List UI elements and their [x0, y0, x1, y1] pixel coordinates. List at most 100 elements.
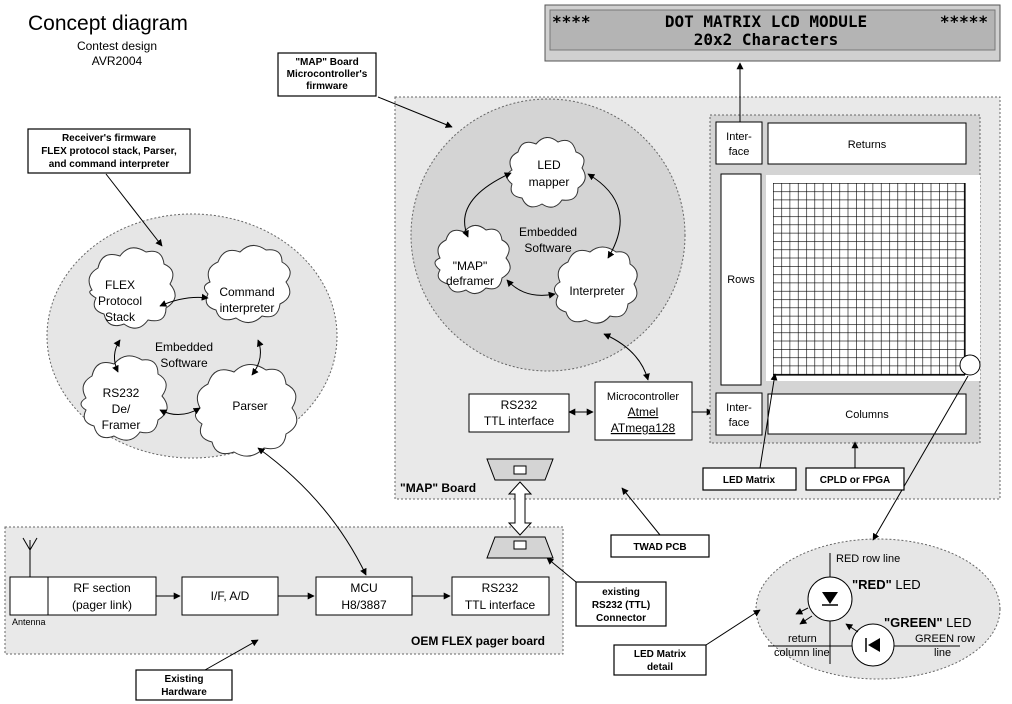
antenna-icon [22, 537, 38, 577]
oem-mcu-label-2: H8/3887 [341, 598, 387, 612]
callout-receiver-firmware: Receiver's firmware FLEX protocol stack,… [27, 128, 191, 174]
callout-rx-fw-line1: Receiver's firmware [62, 133, 157, 144]
rf-label-2: (pager link) [72, 598, 132, 612]
command-label-1: Command [219, 285, 274, 299]
iface-top-label-2: face [729, 146, 750, 158]
parser-cloud [195, 364, 298, 457]
lcd-module: **** DOT MATRIX LCD MODULE ***** 20x2 Ch… [544, 4, 1001, 62]
callout-led-detail: LED Matrix detail [613, 644, 707, 676]
parser-label: Parser [232, 399, 267, 413]
red-row-line-label: RED row line [836, 553, 900, 565]
map-deframer-cloud [434, 225, 511, 294]
iface-top-label-1: Inter- [726, 131, 752, 143]
rf-label-1: RF section [73, 581, 130, 595]
columns-box [767, 393, 967, 435]
diagram-title: Concept diagram [28, 12, 188, 35]
led-mapper-label-1: LED [537, 158, 561, 172]
led-mapper-label-2: mapper [529, 175, 570, 189]
interpreter-label: Interpreter [569, 284, 624, 298]
lcd-stars-left: **** [552, 12, 591, 31]
callout-led-matrix-text: LED Matrix [723, 475, 776, 486]
map-board: "MAP" Board LED mapper "MAP" deframer In… [394, 96, 1001, 500]
returns-box [767, 122, 967, 165]
callout-rs232-line1: existing [602, 587, 640, 598]
callout-rx-fw-line3: and command interpreter [49, 159, 170, 170]
flex-label-1: FLEX [105, 278, 135, 292]
callout-cpld: CPLD or FPGA [805, 467, 905, 491]
led-matrix-detail: RED row line "RED" LED "GREEN" LED retur… [755, 538, 1001, 680]
connector-link-arrow [507, 481, 533, 536]
red-led-label: "RED" LED [852, 577, 921, 592]
callout-map-fw-line3: firmware [306, 81, 348, 92]
atmega-label: ATmega128 [611, 421, 676, 435]
diagram-subtitle: Contest design [77, 39, 157, 53]
ifad-label: I/F, A/D [211, 589, 250, 603]
callout-led-detail-line2: detail [647, 662, 673, 673]
receiver-software: FLEX Protocol Stack Command interpreter … [46, 213, 338, 459]
map-rs232-label-1: RS232 [501, 398, 538, 412]
rs232-deframer-label-2: De/ [112, 402, 131, 416]
column-line-label: column line [774, 647, 830, 659]
map-rs232-box [468, 393, 570, 433]
iface-top-box [715, 121, 763, 165]
oem-mcu-box [315, 576, 413, 616]
microcontroller-label: Microcontroller [607, 391, 679, 403]
callout-existing-line2: Hardware [161, 687, 207, 698]
returns-label: Returns [848, 139, 887, 151]
oem-pager-board: OEM FLEX pager board Antenna RF section … [4, 526, 564, 655]
callout-led-detail-line1: LED Matrix [634, 649, 687, 660]
oem-rs232-label-1: RS232 [482, 581, 519, 595]
callout-led-matrix: LED Matrix [702, 467, 797, 491]
callout-existing-line1: Existing [165, 674, 204, 685]
callout-twad: TWAD PCB [610, 534, 710, 558]
map-embedded-label-2: Software [524, 241, 572, 255]
diagram-subtitle-2: AVR2004 [92, 54, 143, 68]
rs232-deframer-label-1: RS232 [103, 386, 140, 400]
led-mapper-cloud [506, 137, 586, 208]
microcontroller-box [594, 381, 693, 441]
green-row-line-label: line [934, 647, 951, 659]
flex-label-3: Stack [105, 310, 136, 324]
callout-twad-text: TWAD PCB [633, 542, 686, 553]
green-led-label: "GREEN" LED [884, 615, 971, 630]
callout-map-fw-line2: Microcontroller's [287, 69, 368, 80]
rows-box [720, 173, 762, 386]
lcd-title: DOT MATRIX LCD MODULE [665, 12, 867, 31]
oem-rs232-label-2: TTL interface [465, 598, 536, 612]
callout-existing-hardware: Existing Hardware [135, 669, 233, 701]
oem-mcu-label-1: MCU [350, 581, 377, 595]
return-label: return [788, 633, 817, 645]
columns-label: Columns [845, 409, 889, 421]
atmel-label: Atmel [628, 405, 659, 419]
rs232-deframer-label-3: Framer [102, 418, 141, 432]
callout-map-firmware: "MAP" Board Microcontroller's firmware [277, 52, 377, 97]
green-row-label: GREEN row [915, 633, 975, 645]
oem-rs232-box [451, 576, 550, 616]
command-interpreter-cloud [204, 245, 291, 323]
callout-rs232-line2: RS232 (TTL) [592, 600, 650, 611]
oem-board-label: OEM FLEX pager board [411, 634, 545, 648]
rows-label: Rows [727, 274, 755, 286]
lcd-line2: 20x2 Characters [694, 30, 839, 49]
lcd-stars-right: ***** [940, 12, 988, 31]
callout-rs232-line3: Connector [596, 613, 646, 624]
callout-cpld-text: CPLD or FPGA [820, 475, 891, 486]
iface-bottom-label-2: face [729, 417, 750, 429]
receiver-embedded-label-2: Software [160, 356, 208, 370]
rf-section-box [47, 576, 157, 616]
flex-label-2: Protocol [98, 294, 142, 308]
map-rs232-label-2: TTL interface [484, 414, 555, 428]
iface-bottom-box [715, 392, 763, 436]
callout-map-fw-line1: "MAP" Board [295, 57, 358, 68]
map-embedded-label-1: Embedded [519, 225, 577, 239]
antenna-label: Antenna [12, 617, 46, 627]
iface-bottom-label-1: Inter- [726, 402, 752, 414]
receiver-embedded-label-1: Embedded [155, 340, 213, 354]
command-label-2: interpreter [220, 301, 275, 315]
map-deframer-label-2: deframer [446, 274, 494, 288]
callout-rx-fw-line2: FLEX protocol stack, Parser, [41, 146, 177, 157]
map-board-label: "MAP" Board [400, 481, 476, 495]
map-deframer-label-1: "MAP" [453, 259, 488, 273]
